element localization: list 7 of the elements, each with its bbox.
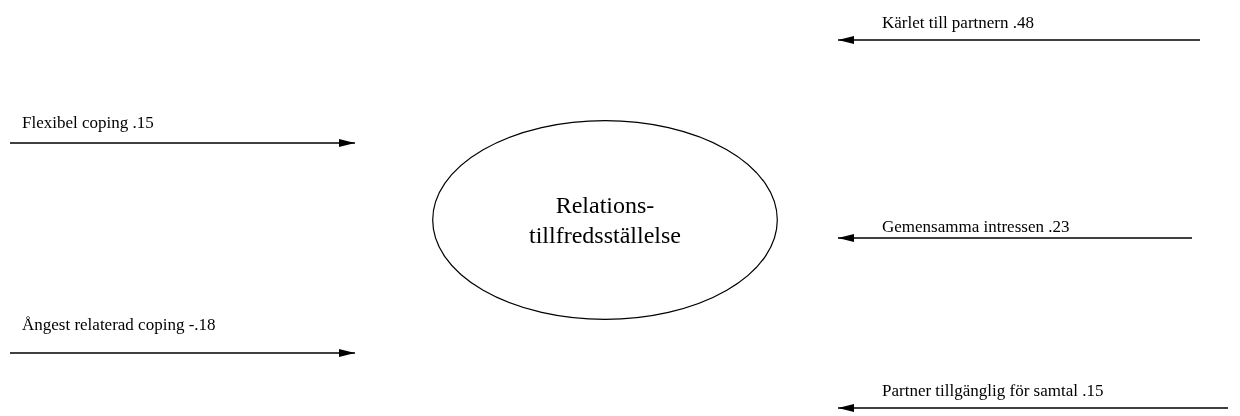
coefficient-label: Ångest relaterad coping -.18 bbox=[22, 316, 216, 333]
coefficient-label: Flexibel coping .15 bbox=[22, 114, 154, 131]
coefficient-label: Gemensamma intressen .23 bbox=[882, 218, 1070, 235]
coefficient-label: Kärlet till partnern .48 bbox=[882, 14, 1034, 31]
node-label: Relations- tillfredsställelse bbox=[528, 191, 682, 250]
coefficient-label: Partner tillgänglig för samtal .15 bbox=[882, 382, 1104, 399]
ellipse-node bbox=[432, 120, 778, 320]
